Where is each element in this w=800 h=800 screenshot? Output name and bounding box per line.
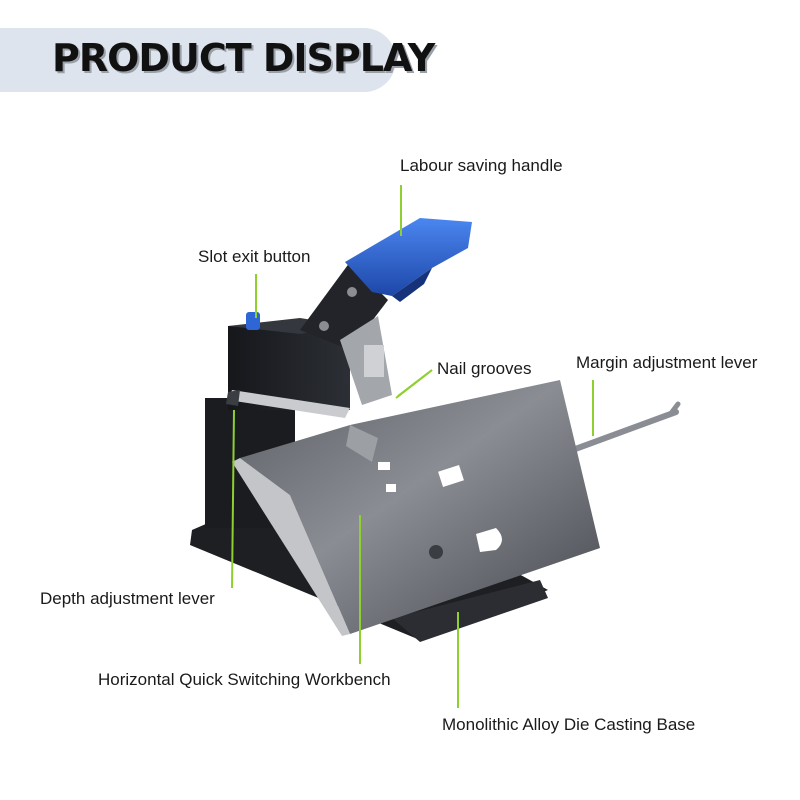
labour-saving-handle-label: Labour saving handle <box>400 156 563 175</box>
margin-adjustment-lever-label: Margin adjustment lever <box>576 353 758 372</box>
workbench-plate <box>232 380 600 636</box>
workbench-label: Horizontal Quick Switching Workbench <box>98 670 391 689</box>
guide-rail <box>226 390 350 418</box>
base-label: Monolithic Alloy Die Casting Base <box>442 715 696 734</box>
slot-exit-button-knob <box>246 312 260 330</box>
page-title: PRODUCT DISPLAY <box>52 36 435 80</box>
blue-handle-grip <box>345 218 472 302</box>
nail-grooves-label: Nail grooves <box>437 359 532 378</box>
slot-exit-button-label: Slot exit button <box>198 247 311 266</box>
banner-background <box>0 28 396 92</box>
depth-adjustment-lever-label: Depth adjustment lever <box>40 589 215 608</box>
leader-lines <box>231 185 594 708</box>
